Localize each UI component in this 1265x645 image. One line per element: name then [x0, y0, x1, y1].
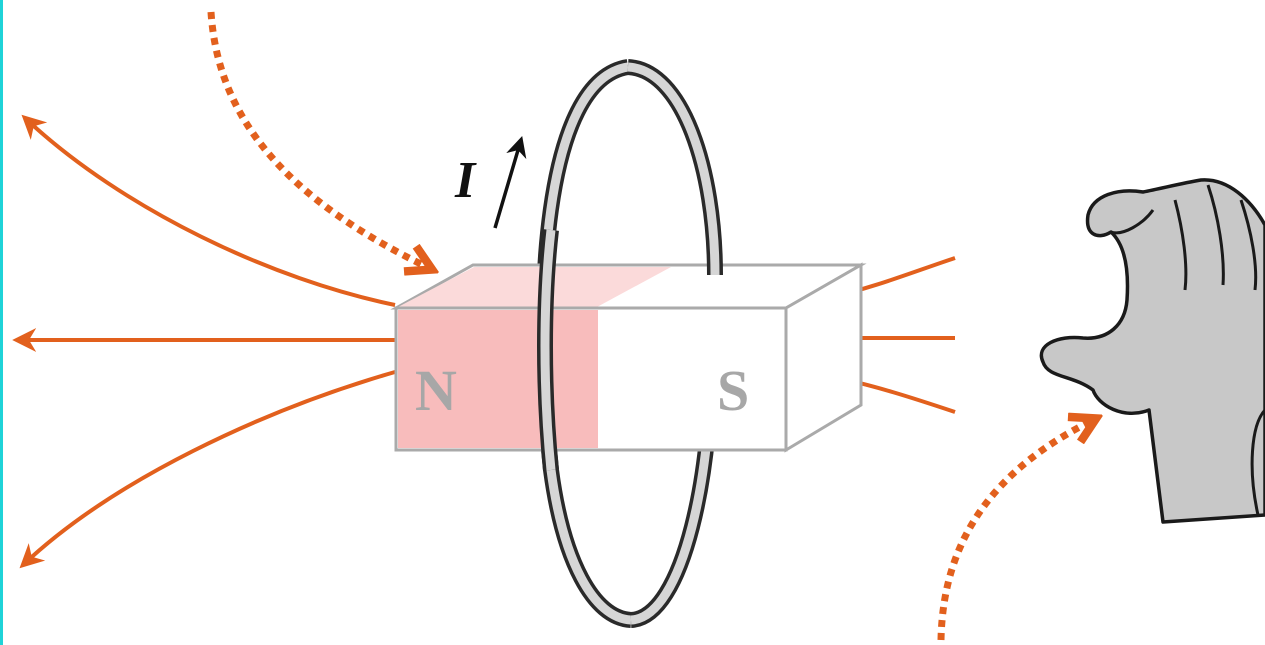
- magnet-north-half: [398, 310, 598, 448]
- field-lines-north: [12, 114, 396, 569]
- field-line-north-lower: [19, 370, 396, 569]
- field-line-north-upper: [21, 114, 396, 307]
- current-direction-arrow-icon: [493, 135, 527, 229]
- current-label: I: [454, 152, 477, 209]
- current-indicator: I: [454, 135, 527, 229]
- right-hand-curled-icon: [1039, 178, 1265, 524]
- north-pole-label: N: [415, 358, 457, 423]
- wire-loop-front: [537, 59, 723, 471]
- south-pole-label: S: [717, 358, 749, 423]
- magnet-top-north-tint: [398, 267, 671, 307]
- bar-magnet: N S: [390, 262, 867, 453]
- magnet-loop-diagram: N S I: [12, 11, 1265, 641]
- dotted-motion-arrow-bottom-icon: [937, 420, 1093, 641]
- dotted-motion-arrow-icon: [207, 11, 429, 268]
